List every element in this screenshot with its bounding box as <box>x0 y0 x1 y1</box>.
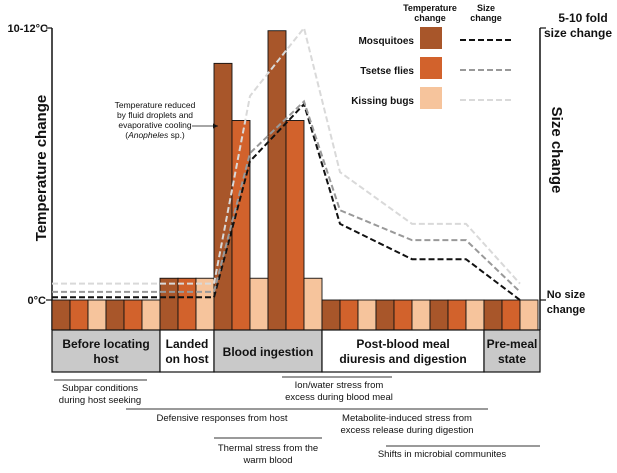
size-top-tick-label-1: 5-10 fold <box>558 11 607 25</box>
bar-15 <box>321 299 341 331</box>
bar-16 <box>339 299 359 331</box>
bar-21 <box>429 299 449 331</box>
legend-label-mosquitoes: Mosquitoes <box>358 36 414 47</box>
size-zero-tick-label-2: change <box>547 304 586 316</box>
bar-26 <box>519 299 539 331</box>
annotation-line-4: (Anopheles sp.) <box>125 130 185 140</box>
bar-18 <box>375 299 395 331</box>
temp-top-tick-label: 10-12°C <box>8 23 49 35</box>
size-zero-tick-label-1: No size <box>547 289 586 301</box>
bar-0 <box>51 299 71 331</box>
size-line-kissing-bugs <box>52 25 521 285</box>
legend-header-size-1: Size <box>477 3 495 13</box>
temp-axis-label: Temperature change <box>33 95 50 241</box>
phase-label-2-line1: Blood ingestion <box>223 345 314 359</box>
phase-label-0-line2: host <box>93 352 118 366</box>
phase-label-1-line1: Landed <box>166 337 209 351</box>
size-line-tsetse-flies <box>52 99 521 293</box>
stress-label-thermal-1: Thermal stress from the <box>218 443 318 454</box>
legend-header-temp-1: Temperature <box>403 3 457 13</box>
bar-25 <box>501 299 521 331</box>
bar-2 <box>87 299 107 331</box>
phase-label-3-line1: Post-blood meal <box>356 337 449 351</box>
bar-9 <box>213 62 233 331</box>
stress-label-thermal-2: warm blood <box>242 455 292 466</box>
stress-label-ion-2: excess during blood meal <box>285 392 393 403</box>
annotation-line-1: Temperature reduced <box>115 100 196 110</box>
phase-box-3 <box>321 329 485 373</box>
bar-19 <box>393 299 413 331</box>
cooling-annotation: Temperature reduced by fluid droplets an… <box>115 100 218 140</box>
bar-8 <box>195 277 215 331</box>
annotation-line-2: by fluid droplets and <box>117 110 193 120</box>
phase-box-2 <box>213 329 323 373</box>
stress-label-metabolite-1: Metabolite-induced stress from <box>342 413 472 424</box>
bar-17 <box>357 299 377 331</box>
bar-7 <box>177 277 197 331</box>
legend-swatch-mosquitoes <box>420 27 442 49</box>
stress-label-metabolite-2: excess release during digestion <box>340 425 473 436</box>
bar-23 <box>465 299 485 331</box>
phase-label-4-line2: state <box>498 352 526 366</box>
legend: Temperature change Size change Mosquitoe… <box>351 3 502 107</box>
annotation-species: Anopheles <box>127 130 169 140</box>
stress-label-ion-1: Ion/water stress from <box>295 380 384 391</box>
stress-label-subpar-1: Subpar conditions <box>62 383 138 394</box>
annotation-paren-close: sp.) <box>168 130 185 140</box>
legend-header-temp-2: change <box>414 13 446 23</box>
stress-label-defensive: Defensive responses from host <box>157 413 288 424</box>
legend-swatch-kissing-bugs <box>420 87 442 109</box>
bar-3 <box>105 299 125 331</box>
phase-label-0-line1: Before locating <box>62 337 149 351</box>
bar-24 <box>483 299 503 331</box>
phase-box-0 <box>51 329 161 373</box>
legend-label-tsetse: Tsetse flies <box>360 66 414 77</box>
size-axis-label: Size change <box>548 107 565 194</box>
bar-5 <box>141 299 161 331</box>
legend-label-kissing-bugs: Kissing bugs <box>351 96 414 107</box>
stress-label-microbial: Shifts in microbial communites <box>378 449 507 460</box>
annotation-line-3: evaporative cooling <box>118 120 192 130</box>
bar-22 <box>447 299 467 331</box>
bar-4 <box>123 299 143 331</box>
phase-box-4 <box>483 329 541 373</box>
phase-label-4-line1: Pre-meal <box>487 337 538 351</box>
stress-labels: Subpar conditions during host seeking De… <box>59 380 507 466</box>
phase-label-3-line2: diuresis and digestion <box>339 352 466 366</box>
legend-swatch-tsetse-flies <box>420 57 442 79</box>
bar-6 <box>159 277 179 331</box>
temp-zero-tick-label: 0°C <box>28 295 47 307</box>
annotation-arrowhead <box>213 123 218 129</box>
legend-header-size-2: change <box>470 13 502 23</box>
bar-20 <box>411 299 431 331</box>
phase-label-1-line2: on host <box>165 352 208 366</box>
size-top-tick-label-2: size change <box>544 26 612 40</box>
annotation-paren-open: ( <box>125 130 128 140</box>
stress-label-subpar-2: during host seeking <box>59 395 141 406</box>
bar-13 <box>285 120 305 331</box>
bar-12 <box>267 30 287 331</box>
bar-1 <box>69 299 89 331</box>
bar-11 <box>249 277 269 331</box>
phase-box-1 <box>159 329 215 373</box>
bar-14 <box>303 277 323 331</box>
bar-10 <box>231 120 251 331</box>
